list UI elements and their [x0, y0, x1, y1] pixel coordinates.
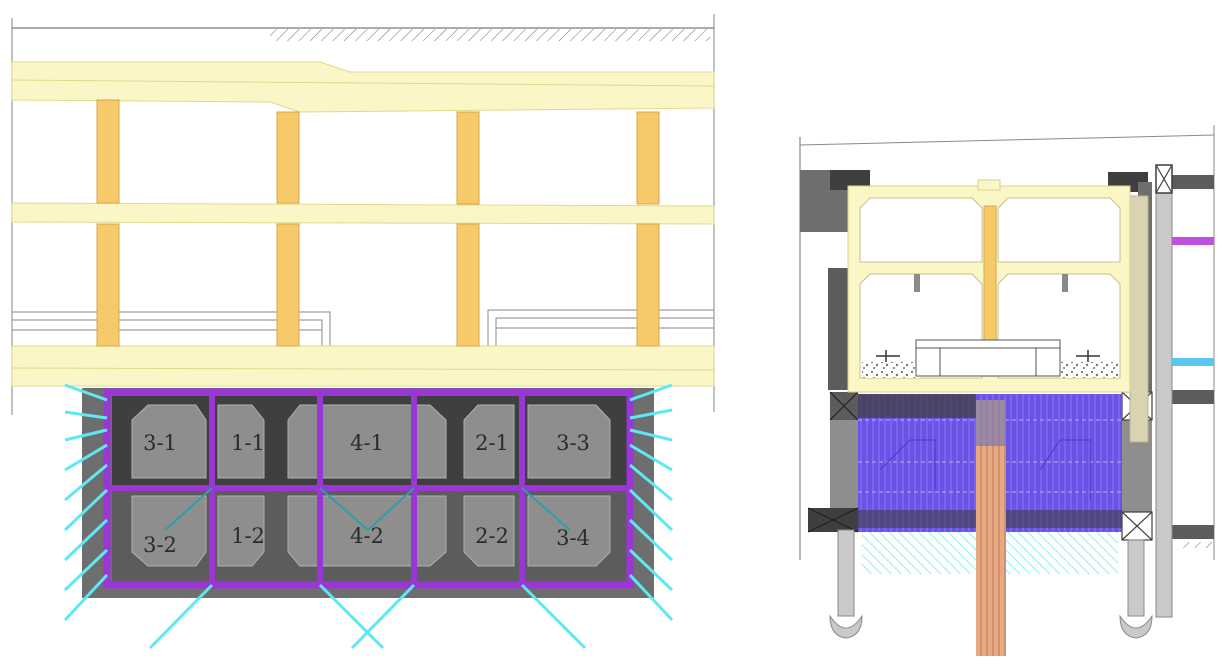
- right-anchors: [628, 383, 674, 622]
- cell-shape: [527, 495, 611, 567]
- upper-chamber-right: [997, 197, 1121, 263]
- left-wall-cap: [830, 170, 870, 190]
- cell-label-3-2: 3-2: [143, 533, 177, 557]
- left-anchors: [63, 383, 109, 622]
- cell-shape: [463, 495, 515, 567]
- column: [636, 223, 660, 347]
- column: [456, 223, 480, 347]
- right-beam-lower: [1170, 390, 1214, 404]
- cell-label-4-2: 4-2: [350, 524, 384, 548]
- blue-zone-traces: [879, 439, 1091, 500]
- cell-shape: [287, 404, 447, 479]
- cell-shape: [217, 495, 265, 567]
- cell-label-3-1: 3-1: [143, 431, 177, 455]
- blue-pipe: [1172, 358, 1214, 366]
- cell-shape: [463, 404, 515, 479]
- excavation-cells: [131, 404, 611, 567]
- middle-slab: [11, 202, 715, 225]
- right-ground-hatch: [1182, 542, 1212, 548]
- hanger-left: [914, 274, 920, 292]
- cell-labels: 3-1 1-1 4-1 2-1 3-3 3-2 1-2 4-2 2-2 3-4: [143, 431, 590, 557]
- rails: [876, 350, 1100, 362]
- bottom-slab-line: [11, 367, 715, 371]
- cell-label-2-2: 2-2: [475, 524, 509, 548]
- cross-section-view: [799, 125, 1215, 656]
- center-pile-cap: [976, 400, 1006, 446]
- bottom-slab: [11, 345, 715, 387]
- cell-label-1-2: 1-2: [231, 524, 265, 548]
- cell-label-3-4: 3-4: [556, 526, 590, 550]
- top-slab-line: [11, 79, 715, 87]
- cell-label-2-1: 2-1: [475, 431, 509, 455]
- bottom-anchors: [148, 583, 587, 650]
- left-pile: [829, 529, 863, 639]
- cell-shape: [131, 495, 207, 567]
- dark-band-top: [858, 394, 976, 418]
- cell-label-4-1: 4-1: [350, 431, 384, 455]
- longitudinal-section-view: 3-1 1-1 4-1 2-1 3-3 3-2 1-2 4-2 2-2 3-4: [11, 14, 715, 650]
- right-view-top-line: [799, 134, 1215, 146]
- right-top-beam: [1170, 175, 1214, 189]
- upper-chamber-left: [859, 197, 983, 263]
- ground-hatch: [270, 29, 710, 41]
- hanger-right: [1062, 274, 1068, 292]
- platform: [915, 339, 1061, 377]
- columns: [96, 99, 660, 347]
- column: [96, 99, 120, 204]
- gravel-right: [1060, 362, 1118, 378]
- cell-shape: [287, 495, 447, 567]
- column: [276, 111, 300, 204]
- cell-shape: [217, 404, 265, 479]
- cell-label-1-1: 1-1: [231, 431, 265, 455]
- right-support-column: [1155, 164, 1173, 618]
- right-beige-column: [1129, 195, 1149, 443]
- purple-pipe: [1172, 237, 1214, 245]
- right-pile: [1119, 539, 1153, 639]
- gravel-left: [862, 362, 920, 378]
- top-nub: [977, 179, 1001, 191]
- column: [636, 111, 660, 205]
- cell-shape: [131, 404, 207, 479]
- cell-label-3-3: 3-3: [556, 431, 590, 455]
- column: [276, 223, 300, 347]
- cell-shape: [527, 404, 611, 479]
- right-beam-bottom: [1170, 525, 1214, 539]
- column: [96, 223, 120, 347]
- column: [456, 111, 480, 205]
- inner-anchors: [164, 487, 571, 531]
- blue-zone-lines: [858, 419, 1122, 493]
